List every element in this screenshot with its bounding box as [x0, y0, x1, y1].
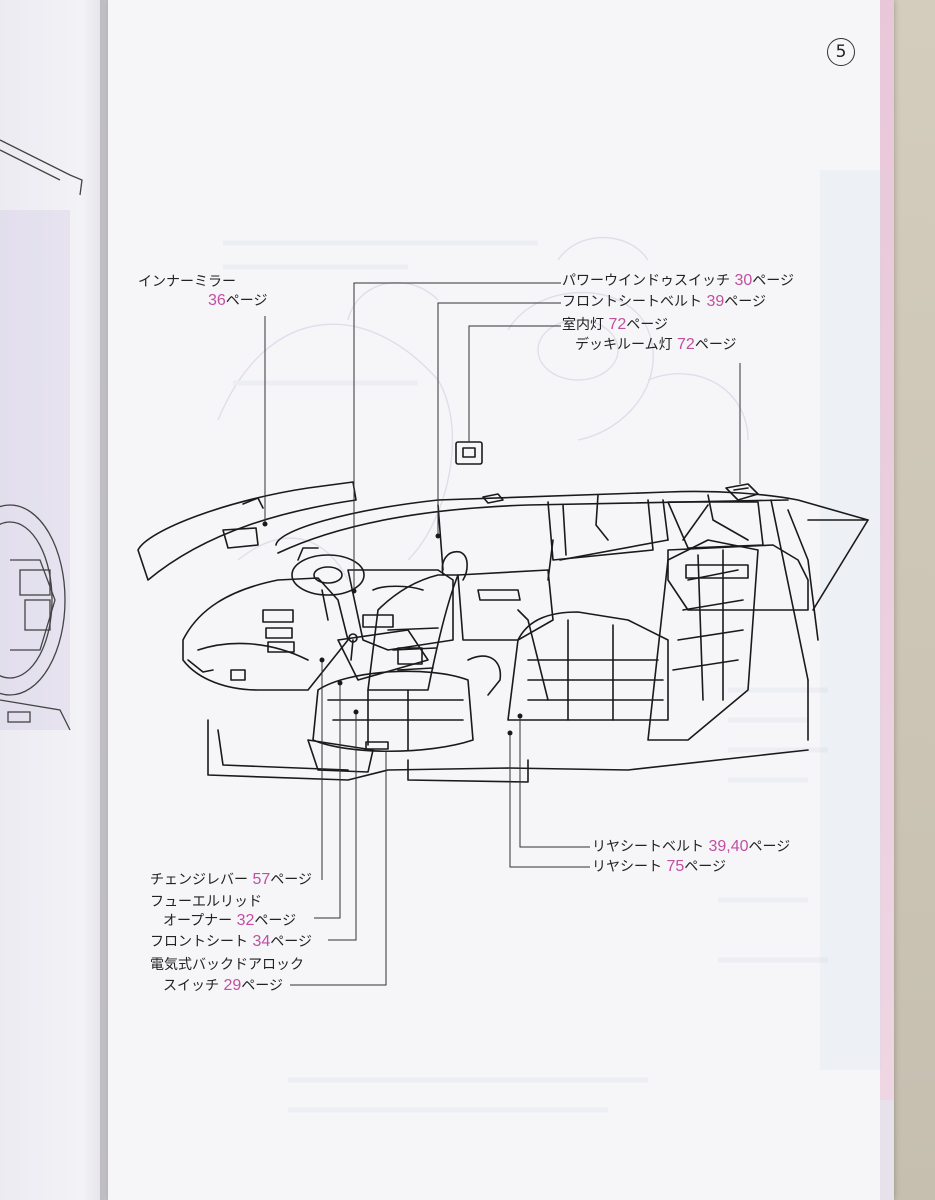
- pink-edge: [880, 0, 894, 1100]
- label-power-window: パワーウインドゥスイッチ 30ページ: [562, 272, 794, 290]
- room-light-name: 室内灯: [562, 317, 609, 333]
- label-inner-mirror-page: 36ページ: [208, 292, 268, 310]
- deck-light-page-suffix: ページ: [694, 337, 737, 353]
- rear-seat-name: リヤシート: [592, 859, 667, 875]
- fuel-lid-page-suffix: ページ: [254, 913, 297, 929]
- front-seat-page-suffix: ページ: [270, 934, 312, 950]
- background-showthrough: [217, 236, 828, 1113]
- rear-seatbelt-page-suffix: ページ: [748, 839, 791, 855]
- fuel-lid-name: フューエルリッド: [150, 894, 262, 910]
- front-seat-page-number: 34: [252, 933, 271, 950]
- fuel-lid-page-number: 32: [236, 912, 255, 929]
- inner-mirror-page-suffix: ページ: [225, 293, 268, 309]
- left-page-steering-drawing: [0, 139, 83, 731]
- label-rear-seat: リヤシート 75ページ: [592, 858, 726, 876]
- rear-seatbelt-page-number: 39,40: [708, 838, 749, 855]
- room-light-page-suffix: ページ: [626, 317, 668, 333]
- label-front-seatbelt: フロントシートベルト 39ページ: [562, 293, 766, 311]
- power-window-page-suffix: ページ: [752, 273, 794, 289]
- label-room-light: 室内灯 72ページ: [562, 316, 668, 334]
- label-rear-seatbelt: リヤシートベルト 39,40ページ: [592, 838, 790, 856]
- label-deck-light: デッキルーム灯 72ページ: [575, 336, 737, 354]
- power-window-name: パワーウインドゥスイッチ: [562, 273, 735, 289]
- car-interior-diagram: [137, 282, 869, 986]
- front-seat-name: フロントシート: [150, 934, 253, 950]
- back-door-page-suffix: ページ: [241, 978, 283, 994]
- back-door-switch-name: スイッチ: [163, 978, 224, 994]
- left-page-tint: [0, 210, 70, 730]
- rear-seatbelt-name: リヤシートベルト: [592, 839, 709, 855]
- rear-seat-page-number: 75: [666, 858, 685, 875]
- inner-mirror-name: インナーミラー: [138, 274, 236, 290]
- label-inner-mirror: インナーミラー: [138, 273, 236, 291]
- deck-light-page-number: 72: [677, 336, 695, 353]
- room-light-page-number: 72: [608, 316, 627, 333]
- change-lever-page-number: 57: [252, 871, 271, 888]
- deck-light-name: デッキルーム灯: [575, 337, 678, 353]
- left-facing-page: [0, 0, 118, 1200]
- label-fuel-lid: フューエルリッド: [150, 893, 262, 911]
- power-window-page-number: 30: [734, 272, 753, 289]
- label-change-lever: チェンジレバー 57ページ: [150, 871, 312, 889]
- label-front-seat: フロントシート 34ページ: [150, 933, 312, 951]
- page-edge-strip: [880, 0, 894, 1200]
- showthrough-panel: [820, 170, 882, 1070]
- label-back-door-switch: スイッチ 29ページ: [163, 977, 283, 995]
- back-door-page-number: 29: [223, 977, 242, 994]
- front-seatbelt-page-suffix: ページ: [724, 294, 766, 310]
- inner-mirror-page-number: 36: [208, 292, 226, 309]
- page-number-badge: 5: [827, 38, 855, 66]
- rear-seat-page-suffix: ページ: [684, 859, 726, 875]
- change-lever-name: チェンジレバー: [150, 872, 253, 888]
- fuel-lid-opener-name: オープナー: [163, 913, 237, 929]
- back-door-lock-name: 電気式バックドアロック: [150, 957, 304, 973]
- front-seatbelt-page-number: 39: [706, 293, 725, 310]
- change-lever-page-suffix: ページ: [270, 872, 312, 888]
- label-fuel-lid-opener: オープナー 32ページ: [163, 912, 296, 930]
- label-back-door-lock: 電気式バックドアロック: [150, 956, 304, 974]
- front-seatbelt-name: フロントシートベルト: [562, 294, 707, 310]
